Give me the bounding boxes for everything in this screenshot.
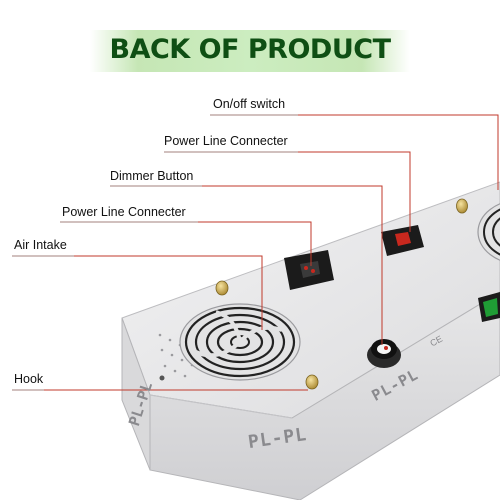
second-fan (477, 203, 500, 261)
end-screw (159, 375, 165, 381)
callout-power-line-connecter-bottom: Power Line Connecter (62, 205, 186, 219)
callout-onoff-switch: On/off switch (213, 97, 286, 111)
callout-hook: Hook (14, 372, 44, 386)
housing-end-face (121, 317, 151, 471)
power-socket-right (381, 225, 424, 256)
callout-power-line-connecter-top: Power Line Connecter (164, 134, 288, 148)
hook-screws (215, 198, 468, 390)
diagram-title: BACK OF PRODUCT (109, 34, 391, 65)
onoff-switch (478, 292, 500, 322)
callout-dimmer-button: Dimmer Button (110, 169, 194, 183)
callout-air-intake: Air Intake (14, 238, 67, 252)
title-banner (90, 30, 410, 72)
power-socket-left (284, 250, 334, 290)
air-intake-fan (179, 303, 301, 381)
callout-underlines (12, 114, 298, 391)
dimmer-knob (367, 339, 401, 368)
